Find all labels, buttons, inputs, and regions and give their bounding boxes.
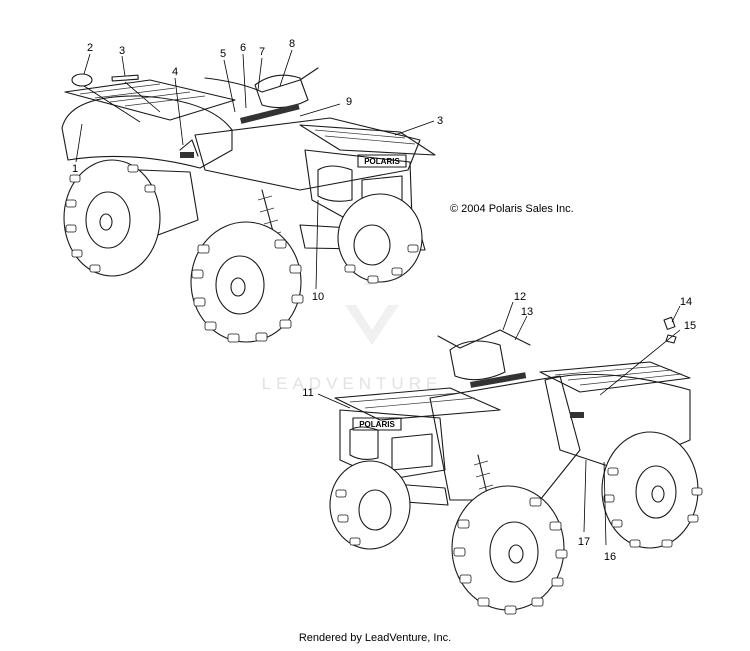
callout-5: 5 [220, 48, 226, 60]
leader-lines [75, 49, 681, 546]
callout-9: 9 [346, 96, 352, 108]
callout-2: 2 [87, 42, 93, 54]
copyright-text: © 2004 Polaris Sales Inc. [450, 203, 574, 215]
callout-16: 16 [604, 551, 616, 563]
callout-6: 6 [240, 42, 246, 54]
callout-15: 15 [684, 320, 696, 332]
atv-bottom-illustration: POLARIS [329, 316, 703, 615]
callout-12: 12 [514, 291, 526, 303]
brand-decal-top: POLARIS [364, 157, 400, 166]
callout-labels: 2 3 4 1 5 6 7 8 9 3 10 11 12 13 14 15 16… [72, 38, 696, 563]
watermark-text: LEADVENTURE [261, 374, 443, 393]
rendered-by-footer: Rendered by LeadVenture, Inc. [298, 632, 452, 644]
atv-top-illustration: POLARIS [61, 67, 436, 343]
callout-13: 13 [521, 306, 533, 318]
callout-11: 11 [302, 387, 313, 399]
callout-1: 1 [72, 163, 78, 175]
callout-10: 10 [312, 291, 324, 303]
callout-8: 8 [289, 38, 295, 50]
callout-4: 4 [172, 66, 178, 78]
brand-decal-bottom: POLARIS [359, 420, 395, 429]
callout-17: 17 [578, 536, 590, 548]
callout-14: 14 [680, 296, 692, 308]
callout-3-right: 3 [437, 115, 443, 127]
callout-3-top: 3 [119, 45, 125, 57]
callout-7: 7 [259, 46, 265, 58]
